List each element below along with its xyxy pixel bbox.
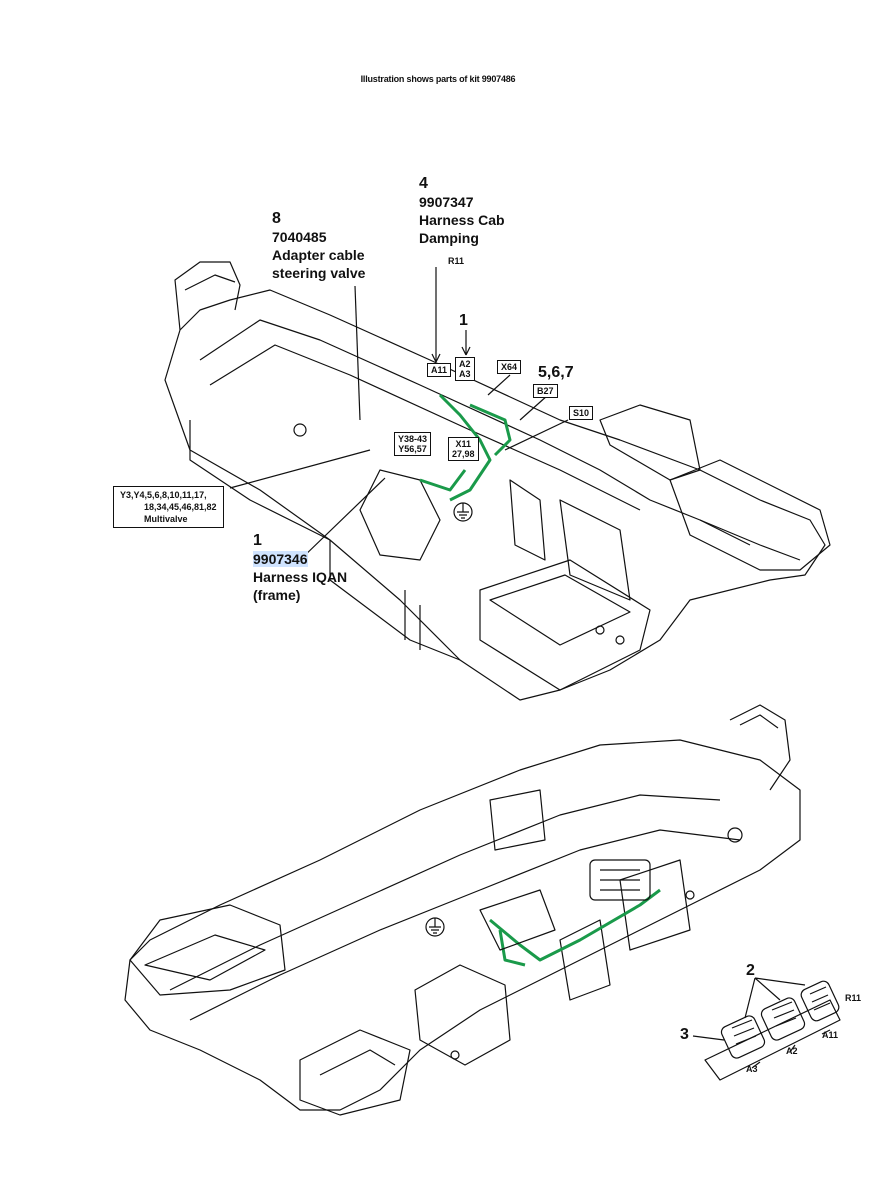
callout-8-line1: Adapter cable [272, 247, 365, 263]
multivalve-label: Y3,Y4,5,6,8,10,11,17, 18,34,45,46,81,82 … [113, 486, 224, 528]
callout-3: 3 [680, 1026, 689, 1044]
tag-x11: X11 27,98 [448, 437, 479, 461]
callout-4-line2: Damping [419, 230, 479, 246]
bottom-harness-highlight [489, 888, 661, 967]
tag-a3: A3 [459, 369, 471, 379]
top-leader-lines [229, 267, 569, 561]
callout-1-left-part-highlight: 9907346 [253, 551, 308, 567]
bottom-valve-block [479, 859, 651, 951]
callout-5-6-7: 5,6,7 [538, 364, 574, 382]
top-harness-highlight [419, 393, 512, 502]
callout-4: 4 9907347 Harness Cab Damping [419, 175, 505, 247]
ground-symbol-top [453, 502, 473, 522]
detail-r11: R11 [845, 993, 862, 1003]
top-frame-outline [164, 261, 831, 701]
tag-x64: X64 [497, 360, 522, 374]
tag-a11: A11 [427, 363, 452, 377]
callout-4-number: 4 [419, 175, 428, 192]
callout-2: 2 [746, 962, 755, 980]
tag-r11-top: R11 [448, 256, 465, 266]
callout-2-number: 2 [746, 962, 755, 979]
multivalve-line3: Multivalve [144, 514, 188, 524]
callout-1-top-number: 1 [459, 312, 468, 329]
callout-1-top: 1 [459, 312, 468, 330]
callout-4-line1: Harness Cab [419, 212, 505, 228]
callout-1-left-number: 1 [253, 532, 262, 549]
multivalve-line1: Y3,Y4,5,6,8,10,11,17, [120, 490, 207, 500]
callout-8-line2: steering valve [272, 265, 366, 281]
multivalve-line2: 18,34,45,46,81,82 [144, 502, 217, 512]
detail-valves [692, 977, 841, 1081]
callout-1-left-line2: (frame) [253, 587, 301, 603]
callout-3-number: 3 [680, 1026, 689, 1043]
callout-8-number: 8 [272, 210, 281, 227]
tag-x11-line1: X11 [455, 439, 472, 449]
tag-a2-a3: A2 A3 [455, 357, 475, 381]
detail-a2: A2 [786, 1046, 798, 1056]
tag-a2: A2 [459, 359, 471, 369]
tag-b27: B27 [533, 384, 558, 398]
detail-a3: A3 [746, 1064, 758, 1074]
detail-a11: A11 [822, 1030, 839, 1040]
figure-caption: Illustration shows parts of kit 9907486 [360, 74, 516, 84]
tag-x11-line2: 27,98 [452, 449, 475, 459]
callout-8-part: 7040485 [272, 229, 327, 245]
callout-4-part: 9907347 [419, 194, 474, 210]
callout-567-number: 5,6,7 [538, 364, 574, 381]
tag-y38-line2: Y56,57 [398, 444, 427, 454]
callout-8: 8 7040485 Adapter cable steering valve [272, 210, 365, 282]
bottom-frame-outline [124, 704, 801, 1116]
callout-1-left: 1 9907346 Harness IQAN (frame) [253, 532, 347, 604]
tag-y38-line1: Y38-43 [398, 434, 428, 444]
tag-y38: Y38-43 Y56,57 [394, 432, 432, 456]
callout-1-left-part: 9907346 [253, 550, 347, 568]
ground-symbol-bottom [425, 917, 445, 937]
callout-1-left-line1: Harness IQAN [253, 569, 348, 585]
tag-s10: S10 [569, 406, 594, 420]
